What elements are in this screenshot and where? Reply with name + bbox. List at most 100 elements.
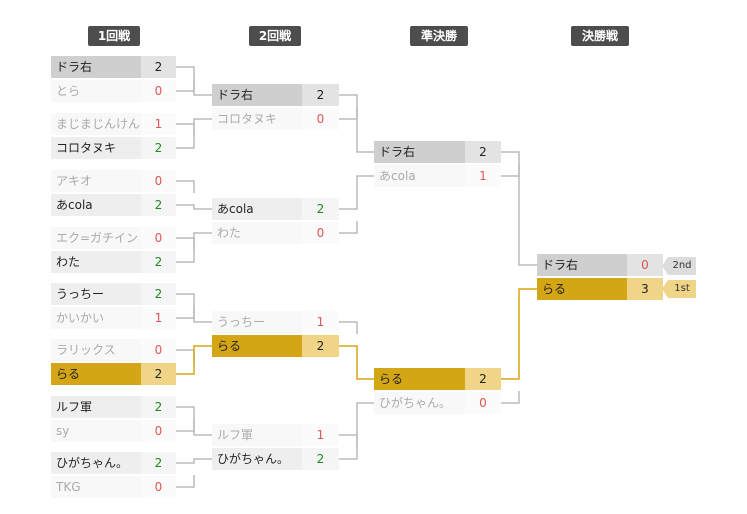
team-name: TKG xyxy=(51,476,141,498)
team-name: コロタヌキ xyxy=(212,108,302,130)
connector-line xyxy=(339,434,358,447)
team-name: ルフ軍 xyxy=(51,396,141,418)
team-name: ドラ右 xyxy=(212,84,302,106)
round-header-1: 1回戦 xyxy=(88,26,140,46)
team-score: 2 xyxy=(141,363,176,385)
team-score: 1 xyxy=(141,113,176,135)
team-name: わた xyxy=(51,251,141,273)
team-name: らる xyxy=(212,335,302,357)
second-place-label: 2nd xyxy=(672,260,692,271)
team-name: ドラ右 xyxy=(537,254,627,276)
team-name: アキオ xyxy=(51,170,141,192)
connector-line xyxy=(501,164,520,177)
connector-line xyxy=(339,107,358,120)
first-place-badge: 1st xyxy=(662,280,696,298)
team-score: 0 xyxy=(302,222,339,244)
team-score: 2 xyxy=(141,56,176,78)
team-name: ドラ右 xyxy=(51,56,141,78)
team-row[interactable]: ひがちゃん。2 xyxy=(212,448,339,470)
team-name: あcola xyxy=(212,198,302,220)
connector-line xyxy=(176,419,195,432)
connector-line xyxy=(176,123,195,136)
round-header-semifinal: 準決勝 xyxy=(410,26,468,46)
team-score: 2 xyxy=(141,194,176,216)
team-name: まじまじんけん xyxy=(51,113,141,135)
team-name: ひがちゃん。 xyxy=(374,392,465,414)
team-score: 0 xyxy=(465,392,501,414)
team-score: 3 xyxy=(627,278,663,300)
team-score: 2 xyxy=(141,251,176,273)
team-score: 0 xyxy=(141,420,176,442)
connector-line xyxy=(176,458,212,464)
connector-line xyxy=(339,175,374,210)
team-name: わた xyxy=(212,222,302,244)
team-name: sy xyxy=(51,420,141,442)
connector-line xyxy=(176,66,212,96)
team-name: コロタヌキ xyxy=(51,137,141,159)
second-place-badge: 2nd xyxy=(662,257,696,275)
team-row[interactable]: ひがちゃん。2 xyxy=(51,452,176,474)
connector-line xyxy=(339,345,374,380)
connector-line xyxy=(501,151,537,266)
team-score: 2 xyxy=(302,335,339,357)
team-score: 2 xyxy=(141,452,176,474)
connector-line xyxy=(176,118,212,149)
connector-line xyxy=(176,237,195,250)
team-name: あcola xyxy=(374,165,465,187)
team-score: 1 xyxy=(141,307,176,329)
connector-line xyxy=(176,475,195,488)
connector-line xyxy=(176,406,212,436)
team-name: ひがちゃん。 xyxy=(212,448,302,470)
team-name: らる xyxy=(51,363,141,385)
team-score: 1 xyxy=(465,165,501,187)
team-score: 2 xyxy=(302,198,339,220)
round-header-2: 2回戦 xyxy=(249,26,301,46)
connector-line xyxy=(176,293,212,323)
team-name: エク=ガチイン xyxy=(51,227,141,249)
team-score: 0 xyxy=(141,227,176,249)
team-score: 2 xyxy=(465,368,501,390)
team-name: うっちー xyxy=(51,283,141,305)
connector-line xyxy=(176,232,212,263)
team-name: ルフ軍 xyxy=(212,424,302,446)
connector-line xyxy=(176,180,195,193)
connector-line xyxy=(501,288,537,380)
team-name: ひがちゃん。 xyxy=(51,452,141,474)
team-name: あcola xyxy=(51,194,141,216)
team-row[interactable]: ひがちゃん。0 xyxy=(374,392,501,414)
connector-line xyxy=(339,94,374,153)
team-name: らる xyxy=(537,278,627,300)
connector-line xyxy=(176,204,212,210)
team-name: とら xyxy=(51,80,141,102)
team-score: 2 xyxy=(141,283,176,305)
badge-arrow-icon xyxy=(662,257,668,275)
